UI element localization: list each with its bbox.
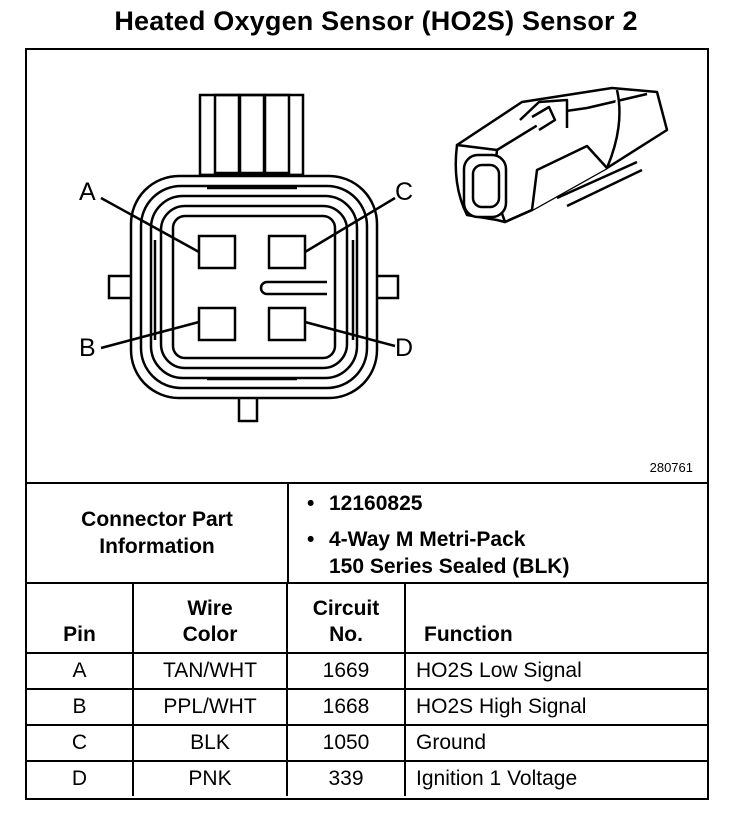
connector-side-view [454,86,669,224]
header-wire-color-line2: Color [182,623,238,646]
pin-cell: A [27,652,134,690]
table-row: D PNK 339 Ignition 1 Voltage [27,760,707,796]
part-number: 12160825 [329,492,423,515]
wire-color-cell: TAN/WHT [132,652,288,690]
circuit-cell: 1668 [286,688,406,726]
description-item: • 4-Way M Metri-Pack 150 Series Sealed (… [307,526,570,580]
header-wire-color-line1: Wire [187,597,233,620]
wire-color-cell: PNK [132,760,288,796]
wire-color-cell: BLK [132,724,288,762]
pin-label-a: A [79,178,96,206]
pin-cell: C [27,724,134,762]
header-circuit-line2: No. [329,623,363,646]
description-line2: 150 Series Sealed (BLK) [329,555,570,578]
pin-label-b: B [79,334,96,362]
connector-face-drawing [100,86,669,423]
description-line1: 4-Way M Metri-Pack [329,528,526,551]
header-wire-color: Wire Color [132,584,288,654]
bullet-icon: • [307,492,315,515]
bullet-icon: • [307,528,315,551]
table-row: A TAN/WHT 1669 HO2S Low Signal [27,652,707,690]
function-cell: Ignition 1 Voltage [404,760,707,796]
connector-info-label-line1: Connector Part [81,508,233,531]
connector-info-label: Connector Part Information [27,484,289,582]
connector-info-row: Connector Part Information • 12160825 • … [27,484,707,584]
function-cell: HO2S High Signal [404,688,707,726]
header-circuit: Circuit No. [286,584,406,654]
connector-info-list: • 12160825 • 4-Way M Metri-Pack 150 Seri… [289,484,707,582]
pin-cell: B [27,688,134,726]
connector-diagram: A B C D 280761 [27,50,707,484]
header-function: Function [404,584,707,654]
function-cell: HO2S Low Signal [404,652,707,690]
pin-label-c: C [395,178,414,206]
circuit-cell: 1669 [286,652,406,690]
figure-number: 280761 [649,460,693,475]
connector-frame: A B C D 280761 Connector Part Informatio… [25,48,709,800]
pin-cell: D [27,760,134,796]
function-cell: Ground [404,724,707,762]
header-pin: Pin [27,584,134,654]
pin-table-header: Pin Wire Color Circuit No. Function [27,584,707,654]
part-number-item: • 12160825 [307,490,423,517]
table-row: C BLK 1050 Ground [27,724,707,762]
connector-info-label-line2: Information [99,535,215,558]
pin-label-d: D [395,334,414,362]
circuit-cell: 339 [286,760,406,796]
page-title: Heated Oxygen Sensor (HO2S) Sensor 2 [114,6,638,36]
pin-table: Pin Wire Color Circuit No. Function A TA… [27,584,707,796]
header-circuit-line1: Circuit [312,597,380,620]
wire-color-cell: PPL/WHT [132,688,288,726]
circuit-cell: 1050 [286,724,406,762]
table-row: B PPL/WHT 1668 HO2S High Signal [27,688,707,726]
